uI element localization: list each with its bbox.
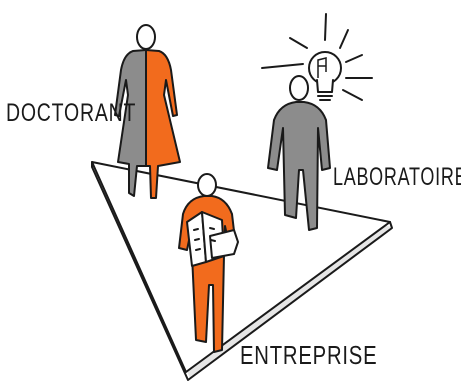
laboratoire-head xyxy=(289,75,309,101)
laboratoire-label: LABORATOIRE xyxy=(333,163,461,191)
doctorant-figure xyxy=(114,24,181,199)
doctorant-label: DOCTORANT xyxy=(6,99,137,127)
buildings-icon xyxy=(186,211,239,267)
entreprise-label: ENTREPRISE xyxy=(240,340,378,370)
entreprise-head xyxy=(197,173,217,197)
doctorant-head xyxy=(136,24,156,50)
laboratoire-figure xyxy=(267,75,331,231)
lightbulb-icon xyxy=(261,13,373,101)
